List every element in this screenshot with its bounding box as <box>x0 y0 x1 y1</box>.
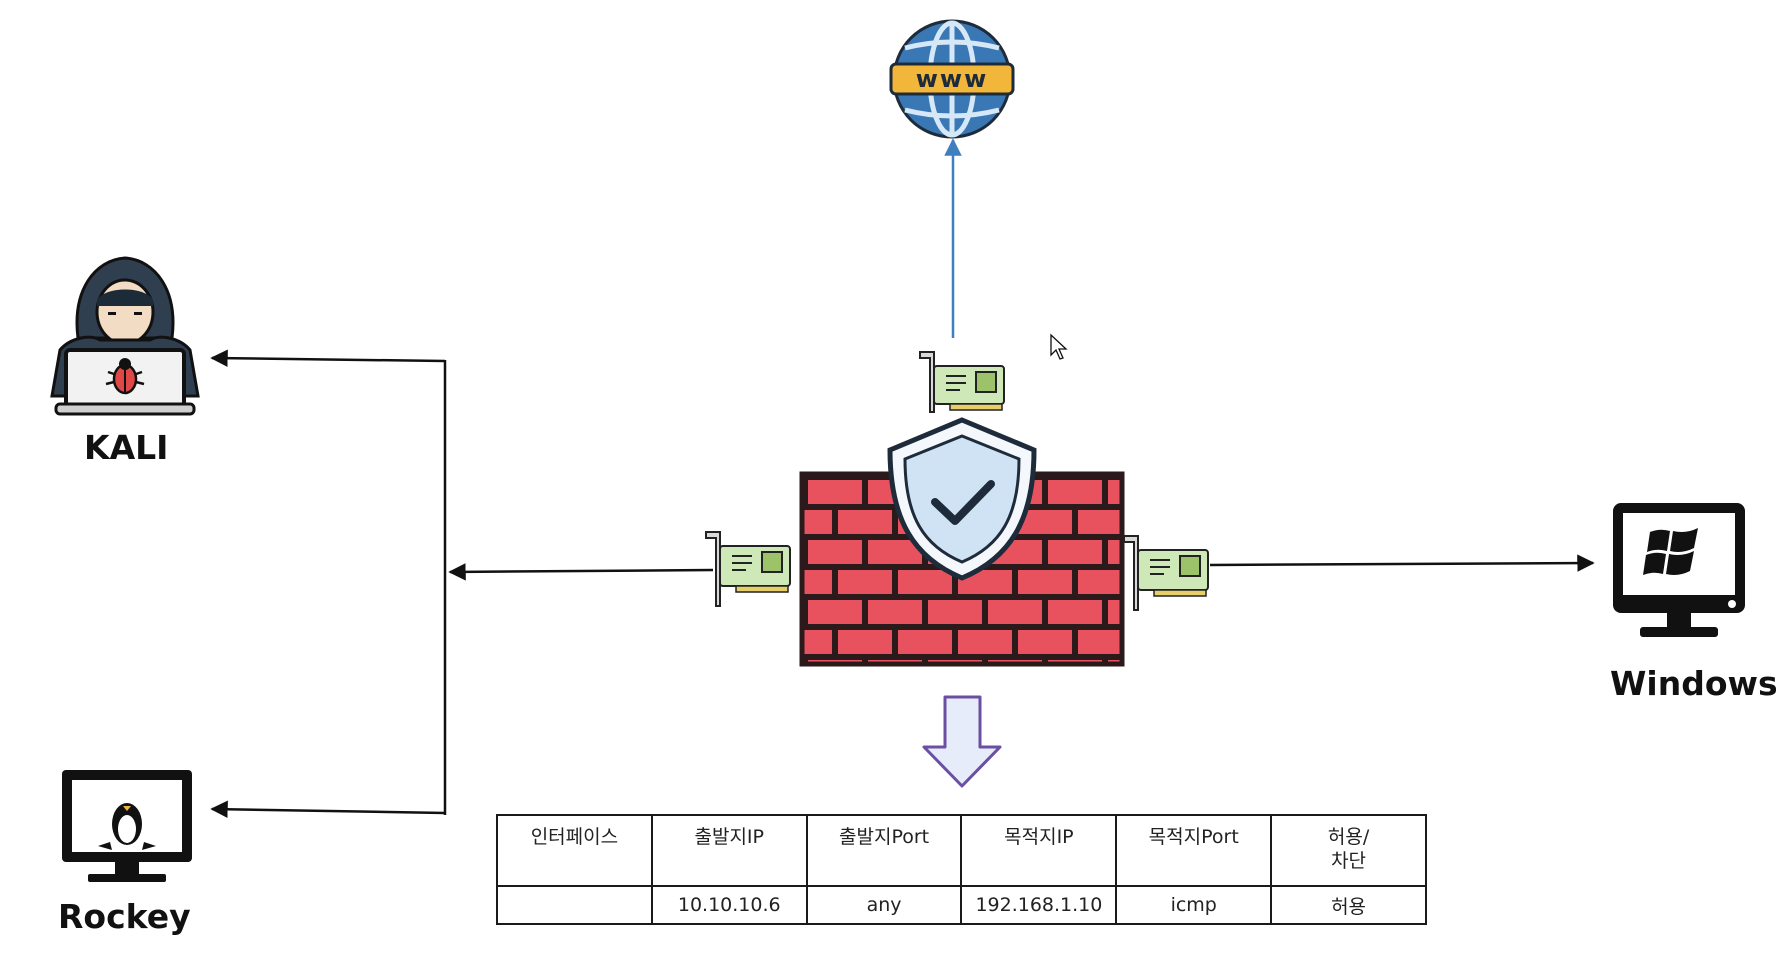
rocky-label: Rockey <box>58 897 191 936</box>
table-cell: any <box>805 885 963 925</box>
table-cell: 10.10.10.6 <box>650 885 808 925</box>
network-card-icon <box>705 531 791 607</box>
windows-label: Windows <box>1610 664 1776 703</box>
www-label: www <box>916 65 989 93</box>
link-to-kali <box>210 349 446 367</box>
table-header-cell: 출발지IP <box>650 814 808 887</box>
windows-monitor-icon <box>1613 503 1745 637</box>
network-card-icon <box>919 351 1005 413</box>
table-header-cell: 목적지Port <box>1115 814 1273 887</box>
table-header-cell: 인터페이스 <box>496 814 653 887</box>
link-to-rocky <box>210 800 446 819</box>
link-to-windows <box>1209 554 1595 572</box>
connectors <box>210 138 1595 819</box>
link-left-trunk <box>448 563 714 581</box>
table-header-cell: 출발지Port <box>805 814 963 887</box>
down-arrow-icon <box>922 695 1002 788</box>
table-header-cell: 허용/차단 <box>1270 814 1427 887</box>
table-cell: 192.168.1.10 <box>960 885 1118 925</box>
hacker-laptop-icon <box>50 256 200 416</box>
linux-monitor-icon <box>62 770 192 882</box>
table-cell: icmp <box>1115 885 1273 925</box>
network-card-icon <box>1123 535 1209 611</box>
table-cell <box>496 885 653 925</box>
globe-www-icon: www <box>889 19 1015 139</box>
table-cell: 허용 <box>1270 885 1427 925</box>
kali-label: KALI <box>84 428 169 467</box>
mouse-cursor-icon <box>1050 333 1068 360</box>
shield-check-icon <box>887 417 1037 581</box>
table-header-cell: 목적지IP <box>960 814 1118 887</box>
